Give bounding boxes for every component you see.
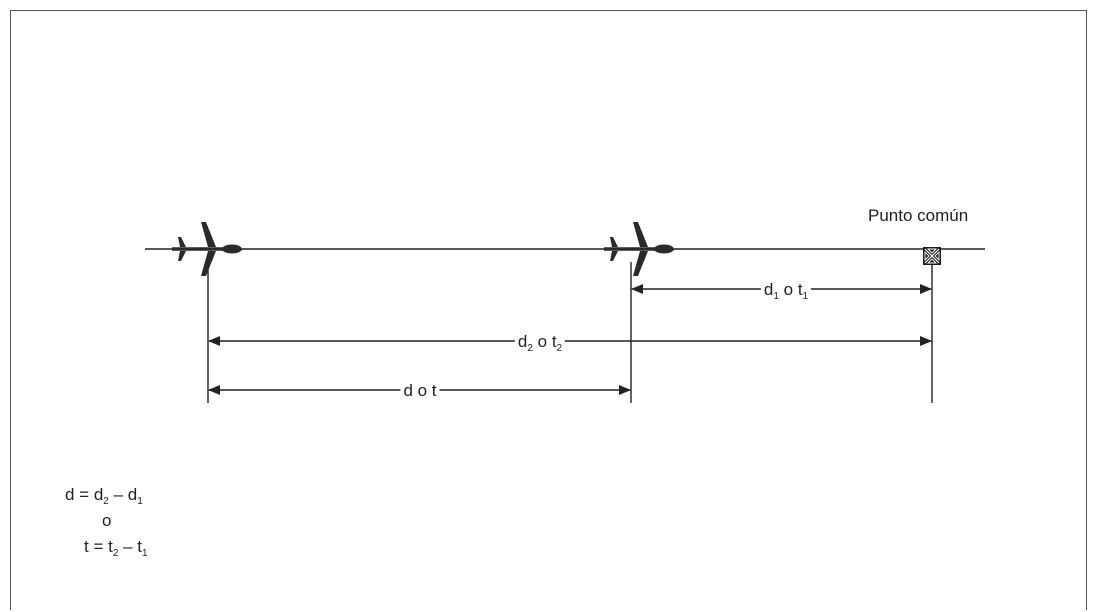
formula-t-mid: – t [118,537,143,556]
formula-t-sub-b: 1 [142,548,148,559]
formula-d-lhs: d = d [65,485,104,504]
formula-time: t = t2 – t1 [84,538,148,559]
label-d-or-t: d o t [400,382,440,399]
label-d1-sep: o [778,280,798,299]
label-t1-main: t [797,280,803,299]
formula-distance: d = d2 – d1 [65,486,143,507]
formula-d-sub-b: 1 [137,496,143,507]
formula-or: o [102,511,112,530]
formula-d-mid: – d [108,485,138,504]
formula-t-sub-a: 2 [112,548,119,559]
label-d1-main: d [763,280,774,299]
label-t2-sub: 2 [556,343,563,354]
label-t2-main: t [551,332,557,351]
airplane-icon [172,222,242,276]
label-d2-sep: o [532,332,552,351]
label-d2-sub: 2 [527,343,533,354]
diagram-frame [10,10,1087,610]
label-d1-t1: d1 o t1 [760,280,812,302]
airplane-icon [604,222,674,276]
formula-d-sub-a: 2 [103,496,109,507]
formula-t-lhs: t = t [84,537,113,556]
label-d1-sub: 1 [773,291,779,302]
label-t1-sub: 1 [802,291,809,302]
label-d2-main: d [517,332,528,351]
common-point-label: Punto común [868,206,969,225]
label-d2-t2: d2 o t2 [514,332,566,354]
compulsory-reporting-point-icon [923,247,941,265]
